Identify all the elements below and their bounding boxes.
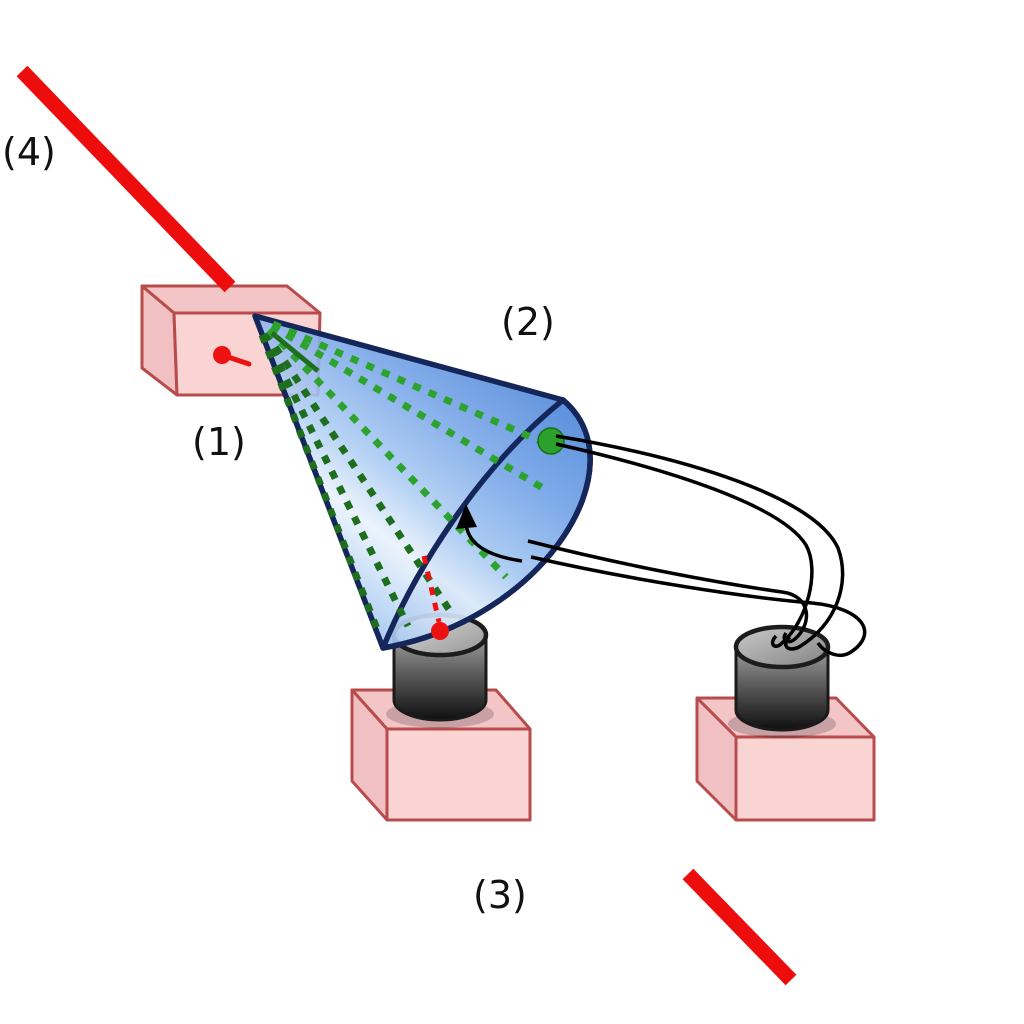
label-crystal: (1) — [192, 420, 246, 464]
cone-mouth-rim — [380, 397, 593, 651]
detector-wires — [527, 434, 867, 657]
cone-body — [252, 313, 593, 651]
wire-2 — [555, 442, 814, 648]
label-cone: (2) — [501, 300, 555, 344]
transmitted-beam — [682, 868, 797, 986]
left-box-front-face — [385, 727, 532, 822]
right-cylinder-top — [733, 624, 831, 670]
signal-photon-dot — [537, 427, 565, 455]
idler-photon-path — [421, 555, 449, 640]
wire-3 — [527, 539, 809, 644]
cone-arrow-head — [456, 504, 477, 529]
label-detector: (3) — [473, 873, 527, 917]
ray-dark-2 — [260, 332, 412, 628]
wire-4 — [530, 555, 867, 657]
photon-pair-rays — [258, 320, 548, 636]
wire-1 — [555, 434, 845, 651]
left-detector — [350, 612, 532, 822]
ray-bright-1 — [266, 327, 509, 580]
left-cylinder-body — [392, 633, 488, 722]
ray-solid-segment — [270, 331, 320, 373]
right-box-front-face — [734, 735, 876, 822]
pump-photon-dot — [213, 346, 231, 364]
ray-bright-3 — [271, 320, 542, 445]
pump-photon-in-crystal — [213, 346, 252, 367]
right-detector — [695, 624, 876, 822]
label-pump-beam: (4) — [2, 130, 56, 174]
idler-dashed-ray — [421, 555, 442, 623]
ray-dark-3 — [263, 331, 455, 616]
pump-laser-beam — [16, 65, 236, 293]
ray-bright-2 — [270, 322, 548, 494]
cone-arrow — [456, 504, 523, 563]
ray-dark-1 — [258, 333, 383, 636]
idler-photon-dot — [431, 622, 449, 640]
right-cylinder-body — [734, 645, 830, 732]
